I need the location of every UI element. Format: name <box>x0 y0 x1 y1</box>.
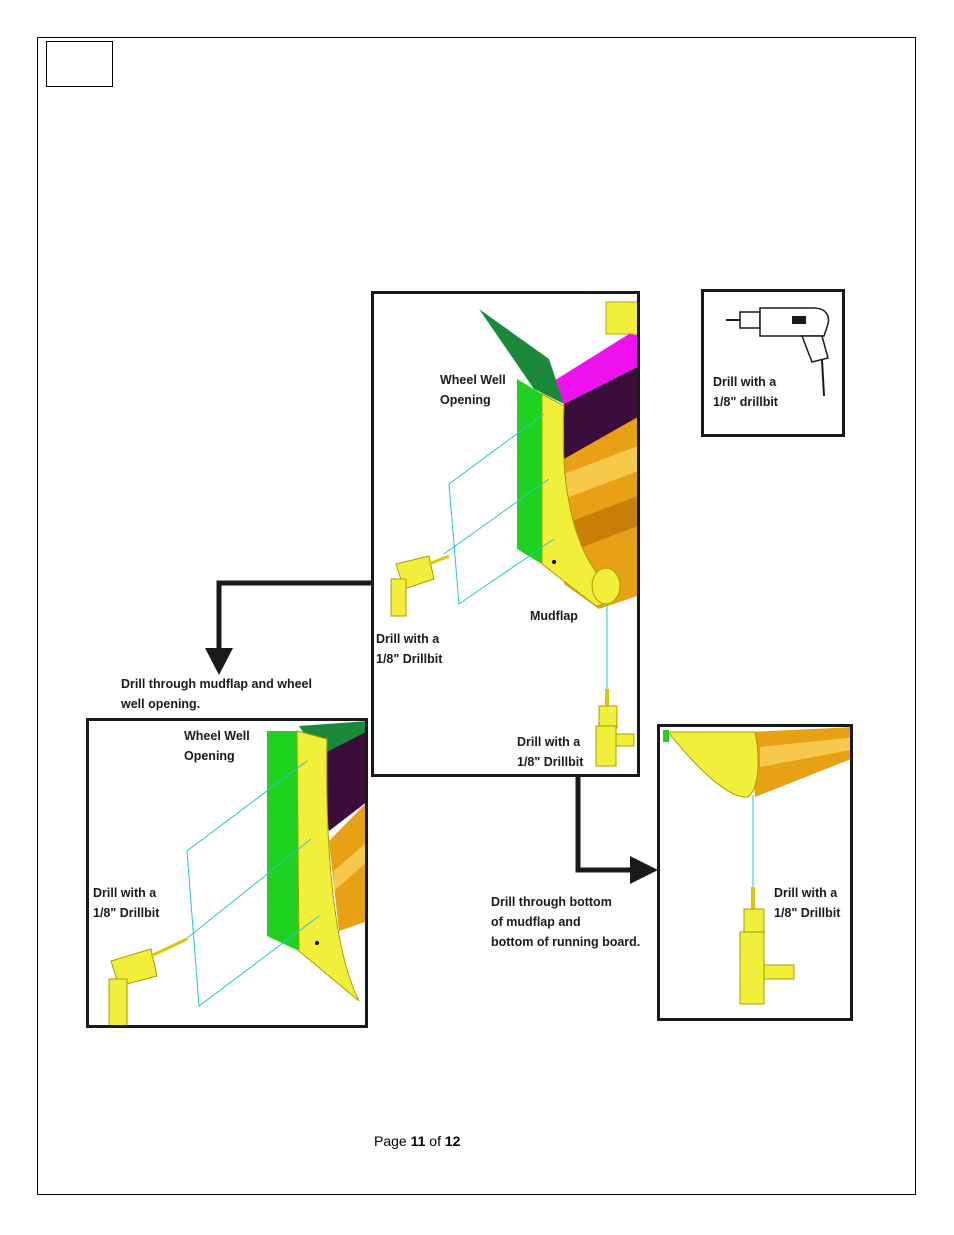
right-callout-text: Drill through bottom of mudflap and bott… <box>491 895 641 949</box>
mudflap-label: Mudflap <box>530 609 578 623</box>
left-callout-text: Drill through mudflap and wheel well ope… <box>121 677 312 711</box>
page-number: Page 11 of 12 <box>374 1133 461 1149</box>
main-view-panel: Wheel Well Opening Mudflap Drill with a … <box>371 291 640 777</box>
mudflap-right-detail-illustration <box>663 727 850 1005</box>
drill-icon <box>726 307 830 397</box>
step-number-box <box>46 41 113 87</box>
left-drill-label: Drill with a 1/8" Drillbit <box>93 886 160 920</box>
page-border <box>37 37 916 1195</box>
drill-tool-label: Drill with a 1/8" drillbit <box>713 375 778 409</box>
drill-bottom-label: Drill with a 1/8" Drillbit <box>517 735 584 769</box>
left-detail-panel: Wheel Well Opening Drill with a 1/8" Dri… <box>86 718 368 1028</box>
mudflap-main-illustration <box>390 301 637 767</box>
right-detail-panel: Drill with a 1/8" Drillbit <box>657 724 853 1021</box>
wheel-well-label: Wheel Well Opening <box>440 373 506 407</box>
drill-tool-box: Drill with a 1/8" drillbit <box>701 289 845 437</box>
mudflap-left-detail-illustration <box>108 721 365 1025</box>
drill-left-label: Drill with a 1/8" Drillbit <box>376 632 443 666</box>
left-wheel-well-label: Wheel Well Opening <box>184 729 250 763</box>
right-drill-label: Drill with a 1/8" Drillbit <box>774 886 841 920</box>
